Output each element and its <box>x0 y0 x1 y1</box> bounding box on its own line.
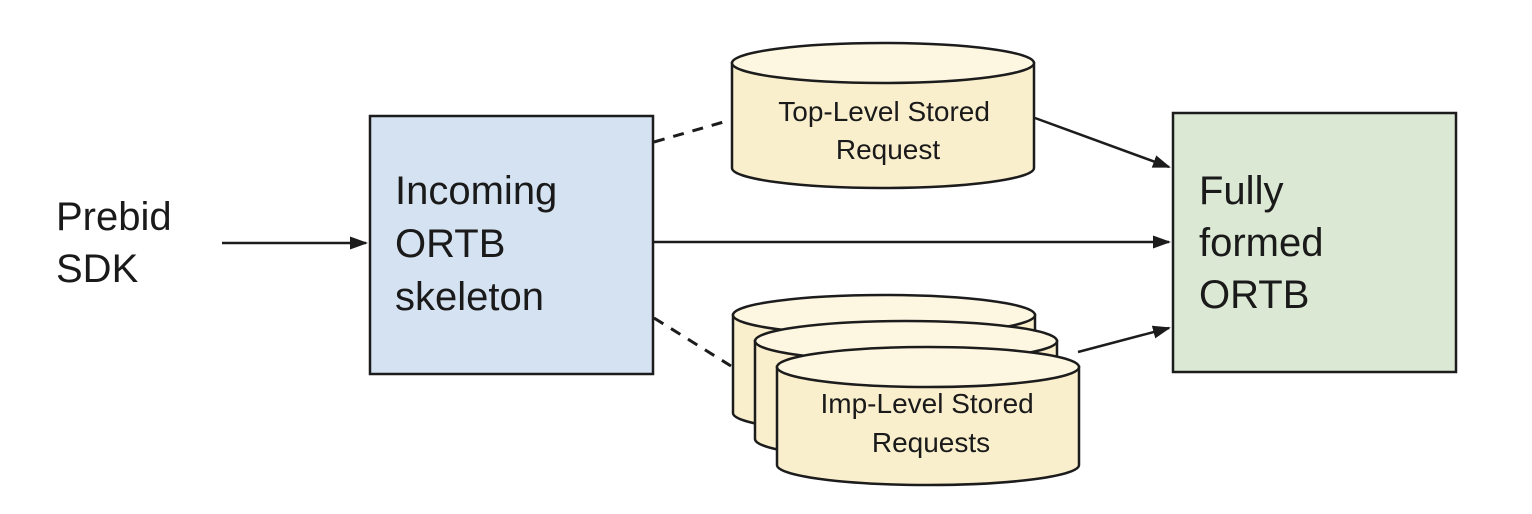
top-level-stored-request-label: Top-Level Stored Request <box>778 96 997 165</box>
arrow-imp-level-stored-to-fully-formed <box>1077 325 1171 354</box>
top-level-cylinder-body <box>730 61 1036 190</box>
prebid-sdk-label: Prebid SDK <box>56 195 183 291</box>
fully-formed-ortb-label: Fully formed ORTB <box>1199 169 1335 317</box>
imp-level-stored-requests-cylinders: Imp-Level Stored Requests <box>731 293 1081 487</box>
incoming-ortb-skeleton-rect <box>368 114 655 376</box>
fully-formed-ortb-rect <box>1171 111 1458 374</box>
imp-level-cylinder-front-top <box>775 345 1081 389</box>
connector-incoming-ortb-to-top-level-stored <box>653 119 728 144</box>
connector-incoming-ortb-to-imp-level-stored <box>653 316 732 368</box>
imp-level-stored-requests-label: Imp-Level Stored Requests <box>821 388 1042 458</box>
incoming-ortb-skeleton-label: Incoming ORTB skeleton <box>395 169 568 319</box>
top-level-cylinder-top <box>730 41 1036 85</box>
fully-formed-ortb-box: Fully formed ORTB <box>1171 111 1458 374</box>
imp-level-cylinder-front-body <box>775 365 1081 487</box>
incoming-ortb-skeleton-box: Incoming ORTB skeleton <box>368 114 655 376</box>
arrow-top-level-stored-to-fully-formed <box>1034 116 1171 169</box>
top-level-stored-request-cylinder: Top-Level Stored Request <box>730 41 1036 190</box>
